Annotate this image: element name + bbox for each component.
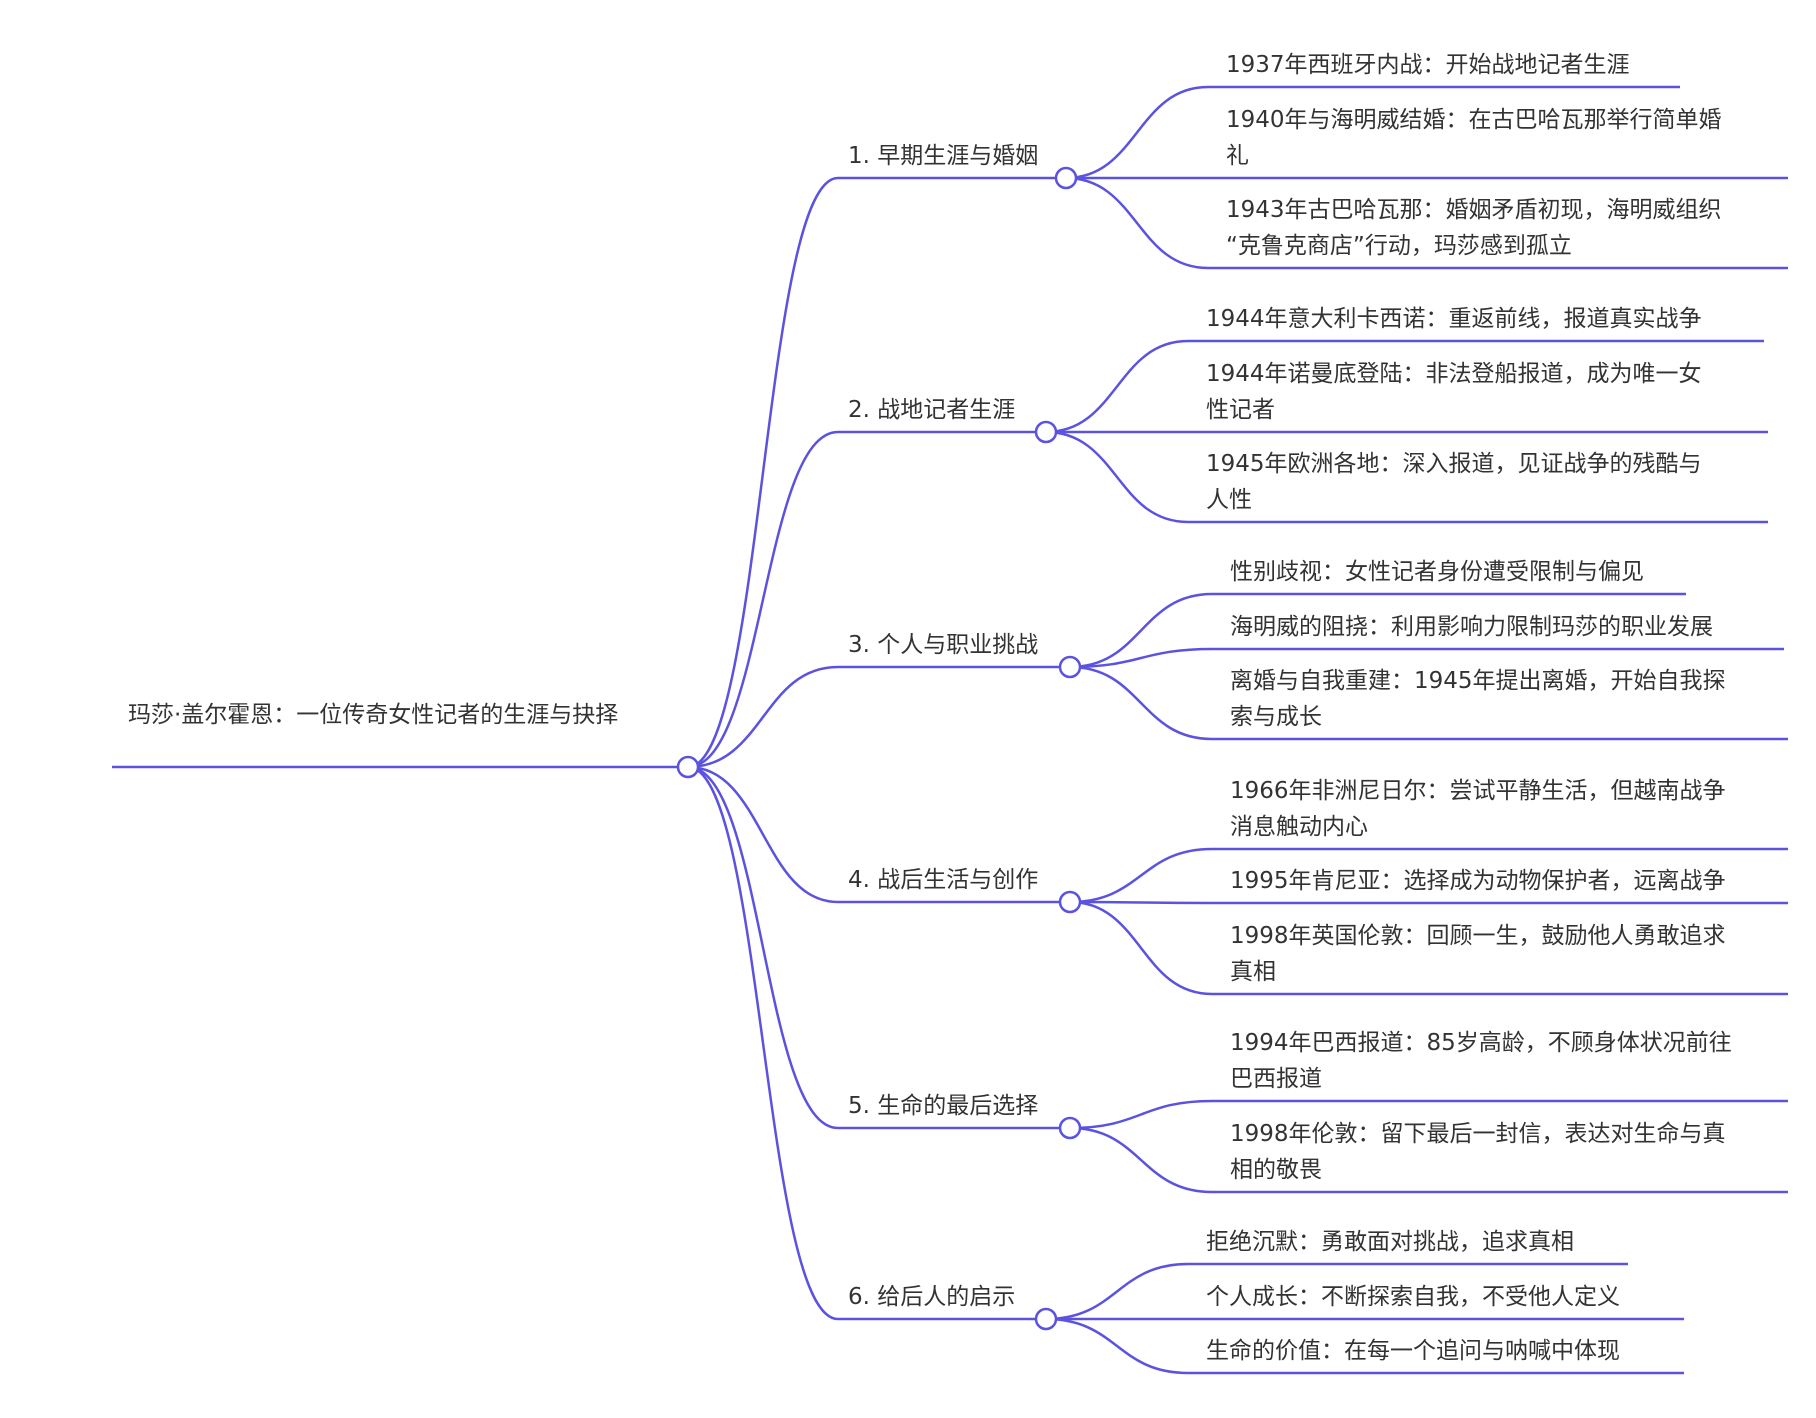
branch-label: 3. 个人与职业挑战 [848, 632, 1038, 658]
leaf-label: 1966年非洲尼日尔：尝试平静生活，但越南战争 [1230, 778, 1726, 804]
leaf-label: 性记者 [1206, 397, 1275, 423]
leaf-connector [1065, 176, 1209, 270]
branch-connector [687, 765, 839, 904]
branch-connector [687, 765, 839, 1130]
leaf-connector [1045, 430, 1189, 524]
branch-label: 1. 早期生涯与婚姻 [848, 143, 1038, 169]
leaf-label: 巴西报道 [1230, 1066, 1322, 1092]
leaf-connector [1069, 1126, 1213, 1194]
leaf-label: 1994年巴西报道：85岁高龄，不顾身体状况前往 [1230, 1030, 1732, 1056]
leaf-label: 1943年古巴哈瓦那：婚姻矛盾初现，海明威组织 [1226, 197, 1722, 223]
leaf-label: 1998年英国伦敦：回顾一生，鼓励他人勇敢追求 [1230, 923, 1726, 949]
leaf-connector [1069, 665, 1213, 741]
leaf-label: 1998年伦敦：留下最后一封信，表达对生命与真 [1230, 1121, 1726, 1147]
branch-node-circle [1058, 655, 1082, 679]
leaf-label: 1944年意大利卡西诺：重返前线，报道真实战争 [1206, 306, 1702, 332]
leaf-connector [1045, 1262, 1189, 1321]
leaf-label: 个人成长：不断探索自我，不受他人定义 [1206, 1284, 1620, 1310]
root-label: 玛莎·盖尔霍恩：一位传奇女性记者的生涯与抉择 [128, 702, 618, 728]
leaf-label: 消息触动内心 [1230, 814, 1368, 840]
branch-connector [687, 176, 839, 769]
leaf-connector [1069, 900, 1213, 996]
leaf-label: 1940年与海明威结婚：在古巴哈瓦那举行简单婚 [1226, 107, 1722, 133]
leaf-connector [1069, 647, 1213, 669]
branch-label: 2. 战地记者生涯 [848, 397, 1015, 423]
branch-node-circle [1034, 1307, 1058, 1331]
leaf-label: “克鲁克商店”行动，玛莎感到孤立 [1226, 233, 1572, 259]
branch-node-circle [1054, 166, 1078, 190]
leaf-label: 礼 [1226, 143, 1249, 169]
leaf-connector [1069, 1099, 1213, 1130]
leaf-label: 离婚与自我重建：1945年提出离婚，开始自我探 [1230, 668, 1726, 694]
leaf-connector [1069, 592, 1213, 669]
branch-label: 4. 战后生活与创作 [848, 867, 1038, 893]
branch-node-circle [1058, 890, 1082, 914]
leaf-connector [1045, 339, 1189, 434]
leaf-label: 人性 [1206, 487, 1252, 513]
branch-node-circle [1034, 420, 1058, 444]
leaf-label: 相的敬畏 [1230, 1157, 1322, 1183]
leaf-connector [1069, 900, 1213, 905]
leaf-connector [1065, 85, 1209, 180]
root-node-circle [676, 755, 700, 779]
branch-label: 6. 给后人的启示 [848, 1284, 1015, 1310]
branch-node-circle [1058, 1116, 1082, 1140]
leaf-label: 1995年肯尼亚：选择成为动物保护者，远离战争 [1230, 868, 1726, 894]
branch-connector [687, 430, 839, 769]
leaf-label: 1937年西班牙内战：开始战地记者生涯 [1226, 52, 1630, 78]
leaf-label: 1944年诺曼底登陆：非法登船报道，成为唯一女 [1206, 361, 1702, 387]
leaf-label: 性别歧视：女性记者身份遭受限制与偏见 [1230, 559, 1644, 585]
branch-label: 5. 生命的最后选择 [848, 1093, 1038, 1119]
leaf-connector [1069, 847, 1213, 904]
leaf-label: 海明威的阻挠：利用影响力限制玛莎的职业发展 [1230, 614, 1713, 640]
leaf-label: 生命的价值：在每一个追问与呐喊中体现 [1206, 1338, 1620, 1364]
leaf-connector [1045, 1317, 1189, 1375]
branch-connector [687, 665, 839, 769]
leaf-label: 索与成长 [1230, 704, 1322, 730]
leaf-label: 1945年欧洲各地：深入报道，见证战争的残酷与 [1206, 451, 1702, 477]
leaf-label: 真相 [1230, 959, 1276, 985]
branch-connector [687, 765, 839, 1321]
leaf-label: 拒绝沉默：勇敢面对挑战，追求真相 [1206, 1229, 1574, 1255]
